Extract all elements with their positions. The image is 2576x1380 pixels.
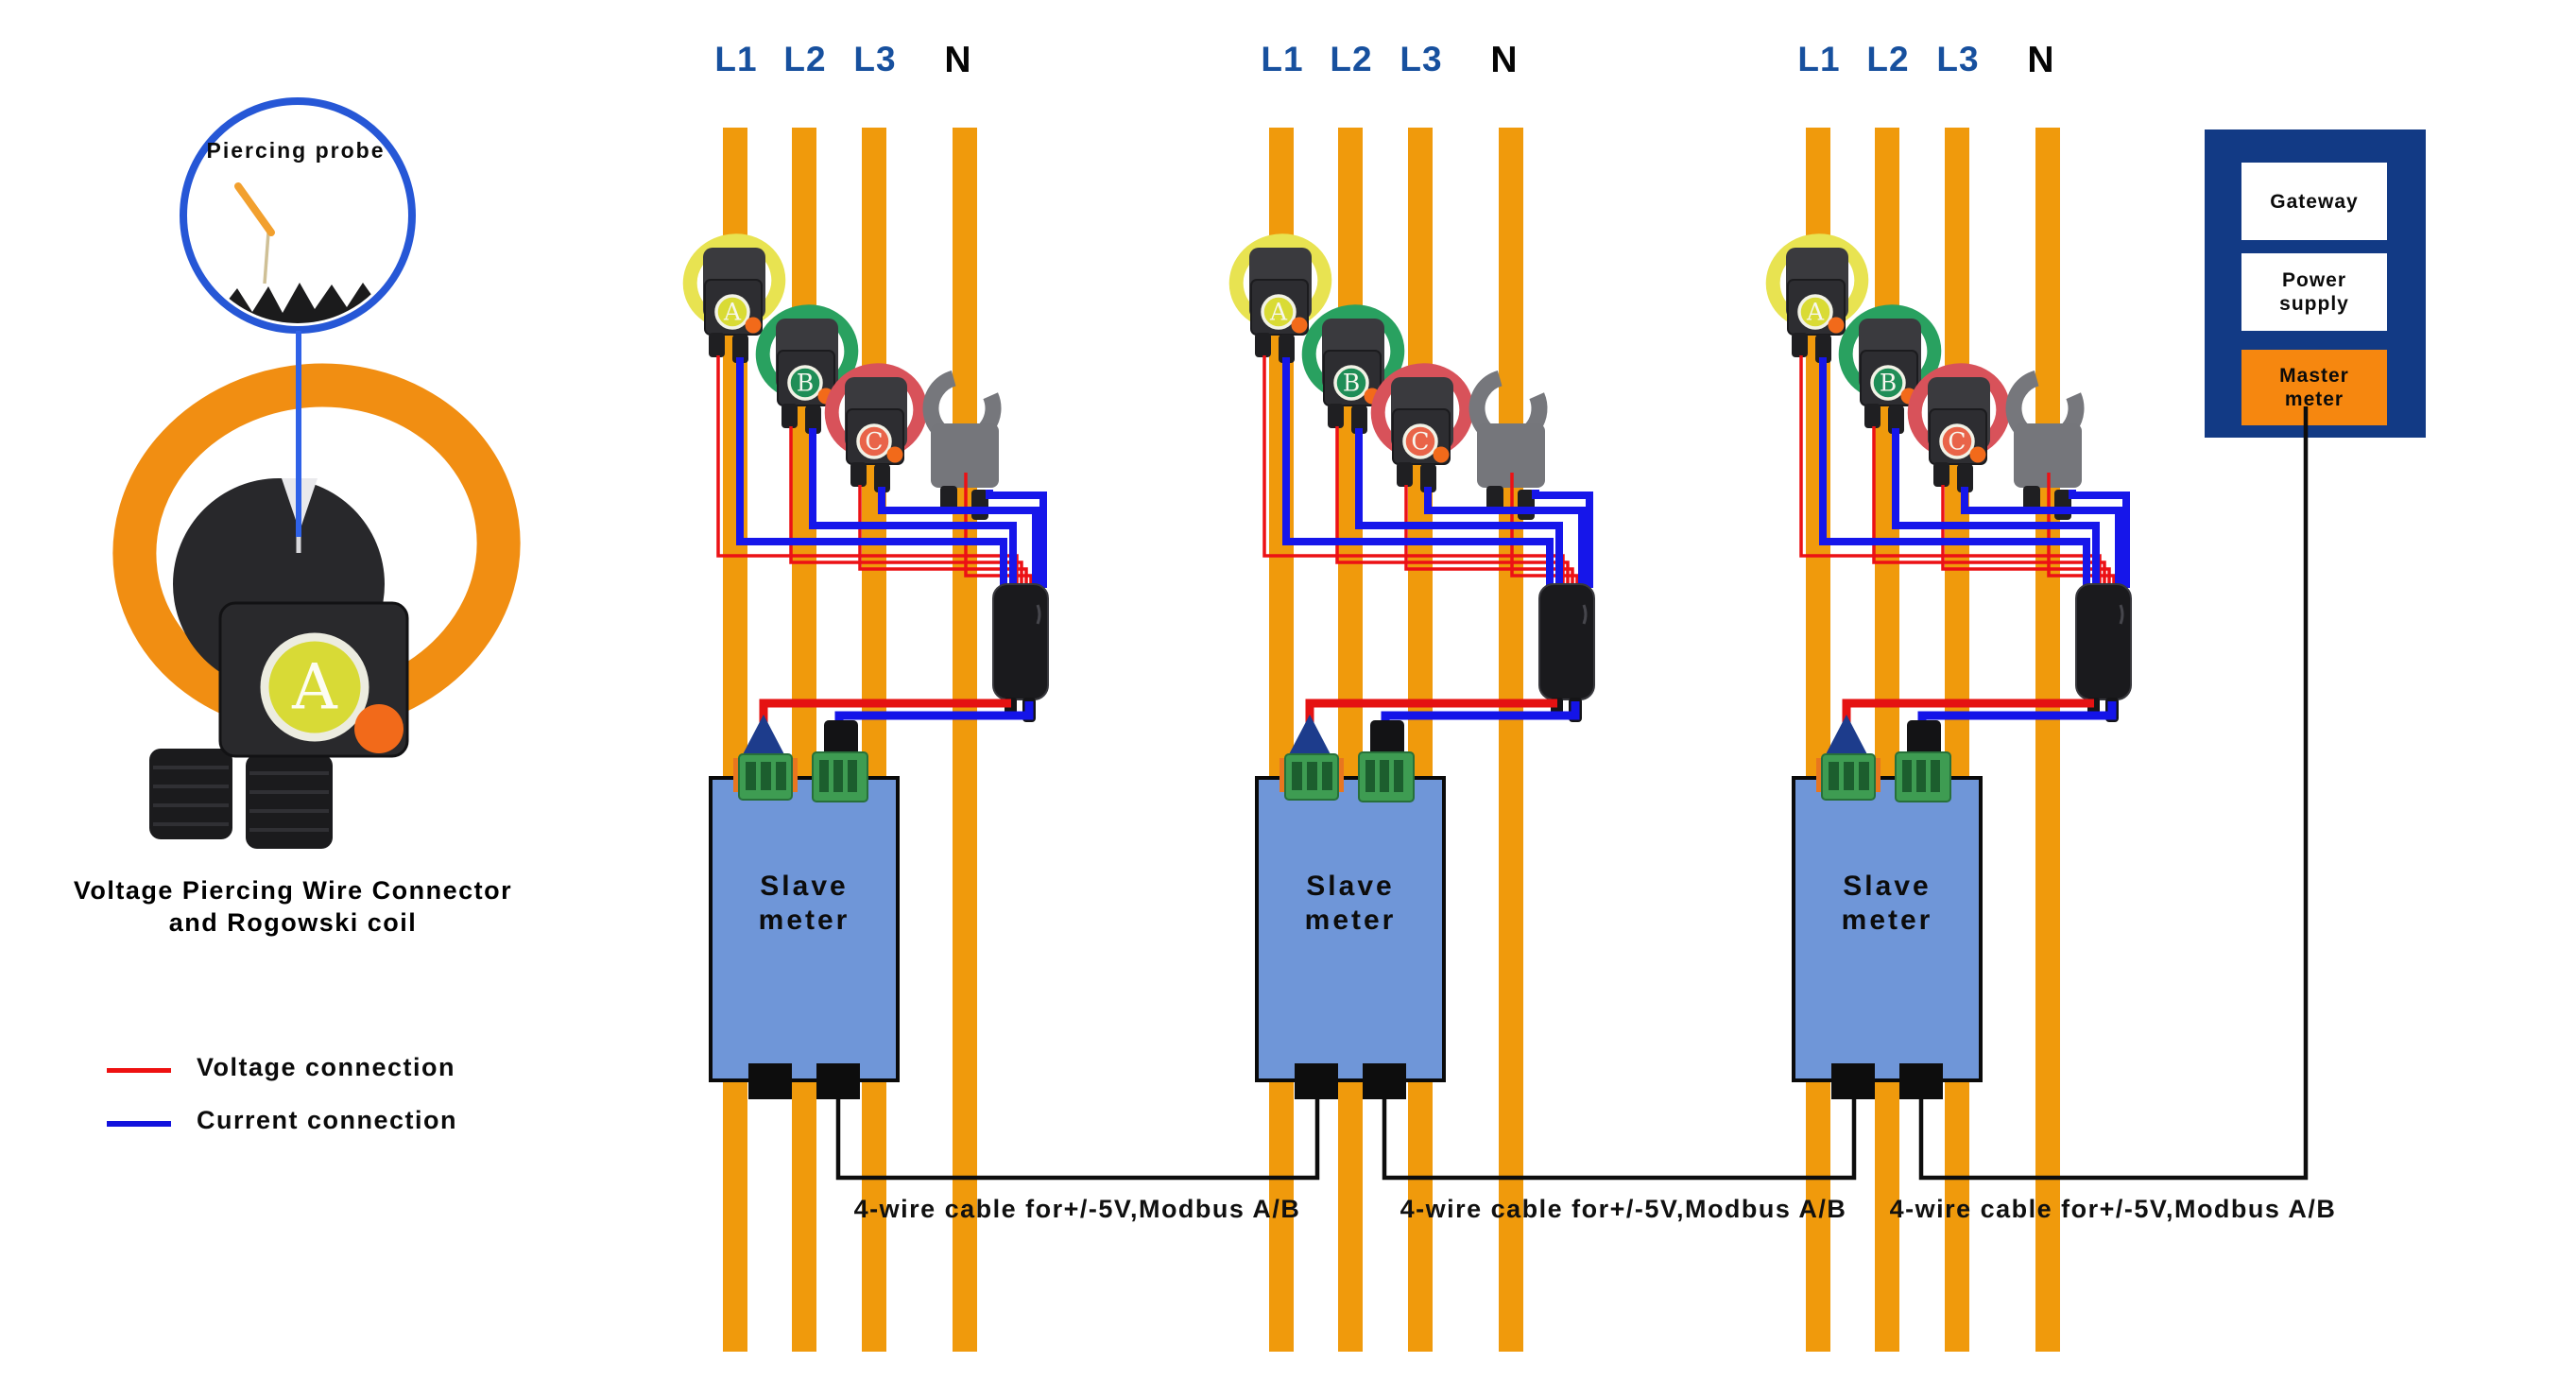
coil-badge-a: A <box>1269 298 1288 326</box>
caption-line-1: Voltage Piercing Wire Connector <box>73 876 513 905</box>
coil-badge-c: C <box>1411 427 1430 456</box>
current-legend-swatch <box>107 1121 171 1127</box>
master-meter-box: Master meter <box>2279 365 2349 410</box>
caption-line-2: and Rogowski coil <box>168 908 418 937</box>
modbus-cable-3 <box>1918 406 2309 1181</box>
phase-label-l3: L3 <box>853 40 897 78</box>
phase-label-l2: L2 <box>783 40 827 78</box>
modbus-cables <box>835 406 2309 1181</box>
piercing-probe-inset <box>180 97 416 334</box>
modbus-cable-1 <box>835 1099 1320 1181</box>
phase-label-n: N <box>2027 40 2055 80</box>
inset-label: Piercing probe <box>206 138 386 163</box>
phase-label-l1: L1 <box>1797 40 1841 78</box>
power-supply-box: Power supply <box>2241 253 2387 331</box>
phase-label-n: N <box>944 40 972 80</box>
coil-badge-b: B <box>796 369 815 397</box>
piercing-probe-icon <box>234 182 275 236</box>
voltage-legend-label: Voltage connection <box>197 1053 456 1081</box>
slave-meter-label: Slave meter <box>758 871 850 936</box>
cable-label: 4-wire cable for+/-5V,Modbus A/B <box>1400 1195 1847 1223</box>
slave-meter-label: Slave meter <box>1841 871 1933 936</box>
coil-badge-c: C <box>865 427 884 456</box>
current-legend-label: Current connection <box>197 1106 458 1134</box>
phase-label-l3: L3 <box>1400 40 1443 78</box>
big-coil-badge-letter: A <box>292 650 337 724</box>
voltage-legend-swatch <box>107 1068 171 1073</box>
coil-badge-a: A <box>723 298 742 326</box>
pairing-button-icon <box>354 704 404 753</box>
phase-label-l2: L2 <box>1330 40 1373 78</box>
coil-badge-b: B <box>1879 369 1898 397</box>
cable-label: 4-wire cable for+/-5V,Modbus A/B <box>1889 1195 2337 1223</box>
phase-label-l1: L1 <box>714 40 758 78</box>
photo-caption: Voltage Piercing Wire Connector and Rogo… <box>9 874 576 939</box>
coil-badge-a: A <box>1806 298 1825 326</box>
phase-label-l2: L2 <box>1866 40 1910 78</box>
phase-label-l1: L1 <box>1261 40 1304 78</box>
coil-badge-b: B <box>1342 369 1361 397</box>
phase-label-l3: L3 <box>1936 40 1980 78</box>
modbus-cable-2 <box>1382 1099 1857 1181</box>
cable-label: 4-wire cable for+/-5V,Modbus A/B <box>853 1195 1301 1223</box>
rogowski-coil-photo <box>112 363 521 849</box>
coil-badge-c: C <box>1948 427 1966 456</box>
phase-label-n: N <box>1490 40 1519 80</box>
gateway-box: Gateway <box>2241 163 2387 240</box>
slave-meter-label: Slave meter <box>1304 871 1397 936</box>
phase-badge <box>260 632 369 742</box>
